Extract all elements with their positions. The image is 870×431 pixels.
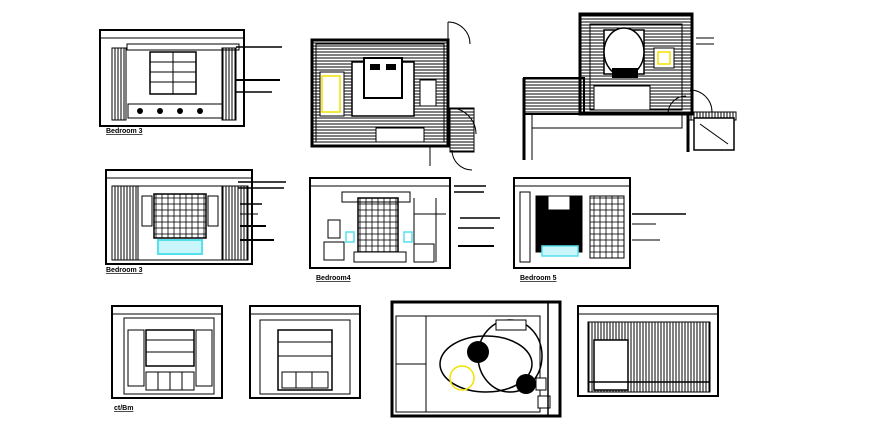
wardrobe-elevation-1: ct/Bm (111, 305, 223, 412)
label-bedroom-3-top: Bedroom 3 (106, 128, 143, 135)
bedroom-4-elevation: Bedroom4 (309, 177, 500, 282)
bedroom-plan-top-right (522, 12, 737, 160)
bedroom-plan-top-middle (310, 21, 477, 171)
label-bedroom-5: Bedroom 5 (520, 275, 557, 282)
label-bedroom-4: Bedroom4 (316, 275, 351, 282)
bedroom-3-top-elevation: Bedroom 3 (99, 29, 282, 135)
bedroom-5-elevation: Bedroom 5 (513, 177, 686, 282)
wardrobe-elevation-2 (249, 305, 361, 399)
round-bed-plan (390, 300, 562, 418)
label-bottom-left: ct/Bm (114, 405, 133, 412)
bedroom-3-mid-elevation: Bedroom 3 (105, 169, 286, 274)
slatted-wall-elevation (577, 305, 719, 397)
label-bedroom-3-mid: Bedroom 3 (106, 267, 143, 274)
